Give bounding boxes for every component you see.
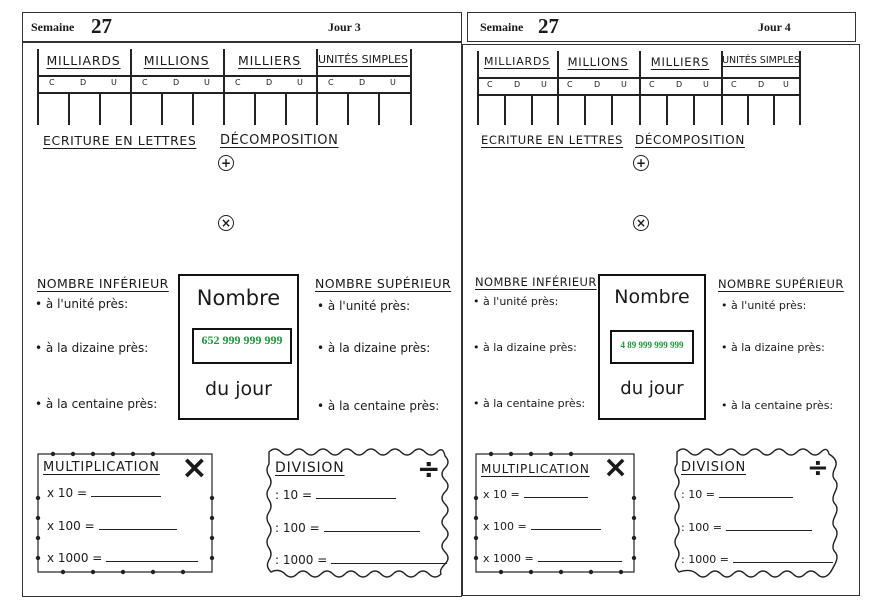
group-milliards: MILLIARDS C D U <box>477 51 557 91</box>
inf-unite: • à l'unité près: <box>35 297 129 311</box>
worksheet-jour-4: Semaine 27 Jour 4 MILLIARDS C D <box>462 0 883 602</box>
worksheet-frame: MILLIARDS C D U MILLIONS C D U MILLIERS … <box>22 42 462 597</box>
nombre-du-jour-box: Nombre 652 999 999 999 du jour <box>178 274 299 420</box>
times-circle-icon: × <box>218 215 234 231</box>
divide-icon: ÷ <box>807 453 829 483</box>
d10-line: : 10 = <box>681 488 793 501</box>
group-label: MILLIARDS <box>483 55 551 68</box>
group-unites-simples: UNITÉS SIMPLES C D U <box>317 53 409 87</box>
plus-circle-icon: + <box>218 155 234 171</box>
sup-centaine: • à la centaine près: <box>317 399 440 413</box>
dotted-frame <box>35 451 215 575</box>
decomposition-title: DÉCOMPOSITION <box>220 133 339 148</box>
group-milliards: MILLIARDS C D U <box>37 49 130 89</box>
group-label: MILLIERS <box>237 53 301 68</box>
x1000-line: x 1000 = <box>483 552 622 565</box>
d100-line: : 100 = <box>681 521 812 534</box>
nombre-du-jour-value: 4 89 999 999 999 <box>610 330 694 364</box>
x10-line: x 10 = <box>483 488 588 501</box>
group-millions: MILLIONS C D U <box>130 49 223 89</box>
ecriture-en-lettres-title: ECRITURE EN LETTRES <box>43 133 197 148</box>
group-label: MILLIERS <box>650 55 710 69</box>
dotted-frame <box>473 451 637 575</box>
d1000-line: : 1000 = <box>275 553 448 567</box>
x100-line: x 100 = <box>483 520 601 533</box>
inf-dizaine: • à la dizaine près: <box>35 341 149 355</box>
multiply-icon: × <box>603 450 629 485</box>
multiplication-title: MULTIPLICATION <box>481 462 590 476</box>
inf-unite: • à l'unité près: <box>473 295 559 308</box>
plus-circle-icon: + <box>633 155 649 171</box>
nombre-superieur-title: NOMBRE SUPÉRIEUR <box>718 277 844 291</box>
division-box: DIVISION ÷ : 10 = : 100 = : 1000 = <box>669 446 841 580</box>
d10-line: : 10 = <box>275 488 396 502</box>
decomposition-title: DÉCOMPOSITION <box>635 133 745 147</box>
place-value-table: MILLIARDS C D U MILLIONS C D U MILLIERS … <box>37 49 413 125</box>
multiply-icon: × <box>181 448 208 486</box>
sup-dizaine: • à la dizaine près: <box>317 341 431 355</box>
inf-centaine: • à la centaine près: <box>35 397 158 411</box>
group-milliers: MILLIERS C D U <box>639 51 721 91</box>
group-label: UNITÉS SIMPLES <box>722 55 800 66</box>
nombre-superieur-title: NOMBRE SUPÉRIEUR <box>315 276 452 291</box>
multiplication-box: MULTIPLICATION × x 10 = x 100 = x 1000 = <box>33 448 217 578</box>
division-title: DIVISION <box>275 460 345 476</box>
sup-dizaine: • à la dizaine près: <box>721 341 825 354</box>
d100-line: : 100 = <box>275 521 420 535</box>
semaine-label: Semaine <box>31 20 75 34</box>
sup-centaine: • à la centaine près: <box>721 399 834 412</box>
nombre-du-jour-box: Nombre 4 89 999 999 999 du jour <box>598 274 706 420</box>
header-bar: Semaine 27 Jour 4 <box>467 12 856 42</box>
nombre-inferieur-title: NOMBRE INFÉRIEUR <box>475 275 597 289</box>
semaine-label: Semaine <box>480 20 524 34</box>
group-label: MILLIONS <box>143 53 210 68</box>
place-value-table: MILLIARDS C D U MILLIONS C D U MILLIERS … <box>477 51 801 125</box>
x10-line: x 10 = <box>47 486 162 500</box>
multiplication-title: MULTIPLICATION <box>43 460 160 475</box>
group-millions: MILLIONS C D U <box>557 51 639 91</box>
d1000-line: : 1000 = <box>681 553 833 566</box>
inf-centaine: • à la centaine près: <box>473 397 586 410</box>
worksheet-frame: MILLIARDS C D U MILLIONS C D U MILLIERS … <box>462 44 860 596</box>
sup-unite: • à l'unité près: <box>721 299 807 312</box>
nombre-du-jour-value: 652 999 999 999 <box>192 328 292 364</box>
wavy-frame <box>674 448 838 578</box>
group-label: UNITÉS SIMPLES <box>317 53 409 66</box>
header-bar: Semaine 27 Jour 3 <box>22 12 462 42</box>
x100-line: x 100 = <box>47 519 177 533</box>
ecriture-en-lettres-title: ECRITURE EN LETTRES <box>481 133 624 147</box>
division-title: DIVISION <box>681 460 747 475</box>
nombre-inferieur-title: NOMBRE INFÉRIEUR <box>37 276 169 291</box>
division-box: DIVISION ÷ : 10 = : 100 = : 1000 = <box>261 446 451 580</box>
nombre-label: Nombre <box>196 286 281 310</box>
worksheet-jour-3: Semaine 27 Jour 3 MILLIARDS C D <box>22 12 462 597</box>
jour-label: Jour 3 <box>328 20 361 34</box>
semaine-number: 27 <box>91 14 112 38</box>
nombre-label: Nombre <box>614 286 690 308</box>
group-unites-simples: UNITÉS SIMPLES C D U <box>722 55 800 89</box>
group-label: MILLIARDS <box>46 53 121 68</box>
group-label: MILLIONS <box>567 55 629 69</box>
group-milliers: MILLIERS C D U <box>223 49 316 89</box>
jour-label: Jour 4 <box>758 20 791 34</box>
du-jour-label: du jour <box>620 378 684 399</box>
divide-icon: ÷ <box>417 452 441 485</box>
du-jour-label: du jour <box>205 378 272 400</box>
x1000-line: x 1000 = <box>47 551 199 565</box>
multiplication-box: MULTIPLICATION × x 10 = x 100 = x 1000 = <box>471 448 639 578</box>
times-circle-icon: × <box>633 215 649 231</box>
semaine-number: 27 <box>538 14 559 38</box>
sup-unite: • à l'unité près: <box>317 299 411 313</box>
wavy-frame <box>266 448 449 578</box>
inf-dizaine: • à la dizaine près: <box>473 341 577 354</box>
